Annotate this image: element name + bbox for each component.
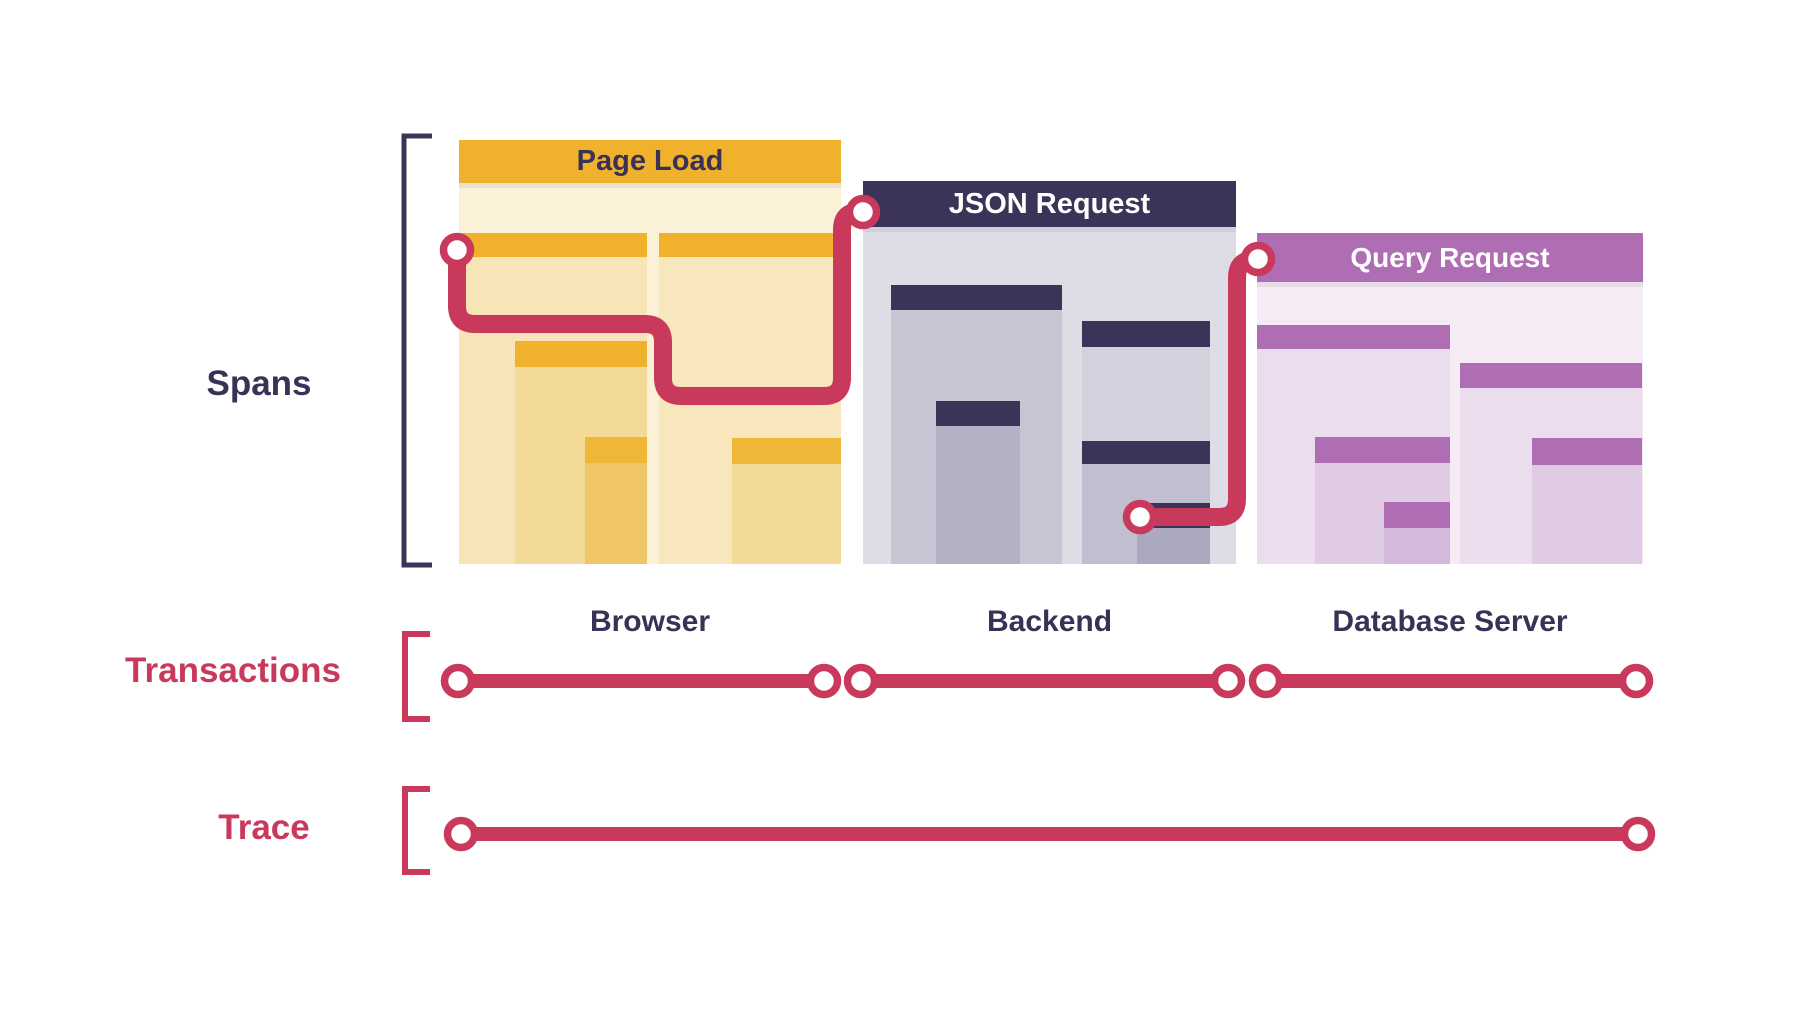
transaction-endpoint-circle [843, 663, 879, 699]
spans-bracket [401, 133, 432, 568]
span-header-bar [515, 341, 647, 367]
span-body [1532, 465, 1642, 564]
span-header-bar [1137, 503, 1210, 528]
trace-endpoint-circle [443, 816, 479, 852]
transactions-label: Transactions [125, 651, 341, 690]
browser-caption: Browser [589, 605, 711, 638]
json-request-title: JSON Request [948, 187, 1151, 220]
trace-bracket [402, 786, 430, 875]
span-body [585, 463, 647, 564]
trace-endpoint-circle [1620, 816, 1656, 852]
span-body [732, 464, 841, 564]
transaction-endpoint-circle [1618, 663, 1654, 699]
transaction-endpoint-circle [1210, 663, 1246, 699]
page-load-title: Page Load [576, 145, 724, 177]
span-header-bar [1532, 438, 1642, 465]
page-load-panel: Page Load [459, 140, 841, 564]
span-header-bar [891, 285, 1062, 310]
span-header-bar [732, 438, 841, 464]
query-request-panel: Query Request [1257, 233, 1643, 564]
transaction-endpoint-circle [1248, 663, 1284, 699]
database-server-caption: Database Server [1332, 605, 1568, 638]
span-block [585, 437, 647, 564]
span-header-bar [1082, 441, 1210, 464]
span-body [1137, 528, 1210, 564]
span-body [1384, 528, 1450, 564]
span-header-bar [1384, 502, 1450, 528]
span-block [1137, 503, 1210, 564]
backend-caption: Backend [986, 605, 1113, 638]
transaction-endpoint-circle [440, 663, 476, 699]
spans-label: Spans [206, 364, 312, 403]
span-header-bar [1315, 437, 1450, 463]
span-block [732, 438, 841, 564]
json-request-panel: JSON Request [863, 181, 1236, 564]
span-header-bar [1082, 321, 1210, 347]
span-block [1532, 438, 1642, 564]
transaction-endpoint-circle [806, 663, 842, 699]
span-header-bar [659, 233, 841, 257]
page-load-header: Page Load [459, 140, 841, 183]
query-request-header: Query Request [1257, 233, 1643, 282]
trace-label: Trace [218, 808, 310, 847]
transactions-bracket [402, 631, 430, 722]
span-header-bar [1460, 363, 1642, 388]
span-body [936, 426, 1020, 564]
json-request-header: JSON Request [863, 181, 1236, 227]
query-request-title: Query Request [1350, 241, 1550, 273]
span-block [936, 401, 1020, 564]
span-header-bar [1257, 325, 1450, 349]
span-header-bar [585, 437, 647, 463]
span-header-bar [936, 401, 1020, 426]
span-header-bar [459, 233, 647, 257]
span-block [1384, 502, 1450, 564]
